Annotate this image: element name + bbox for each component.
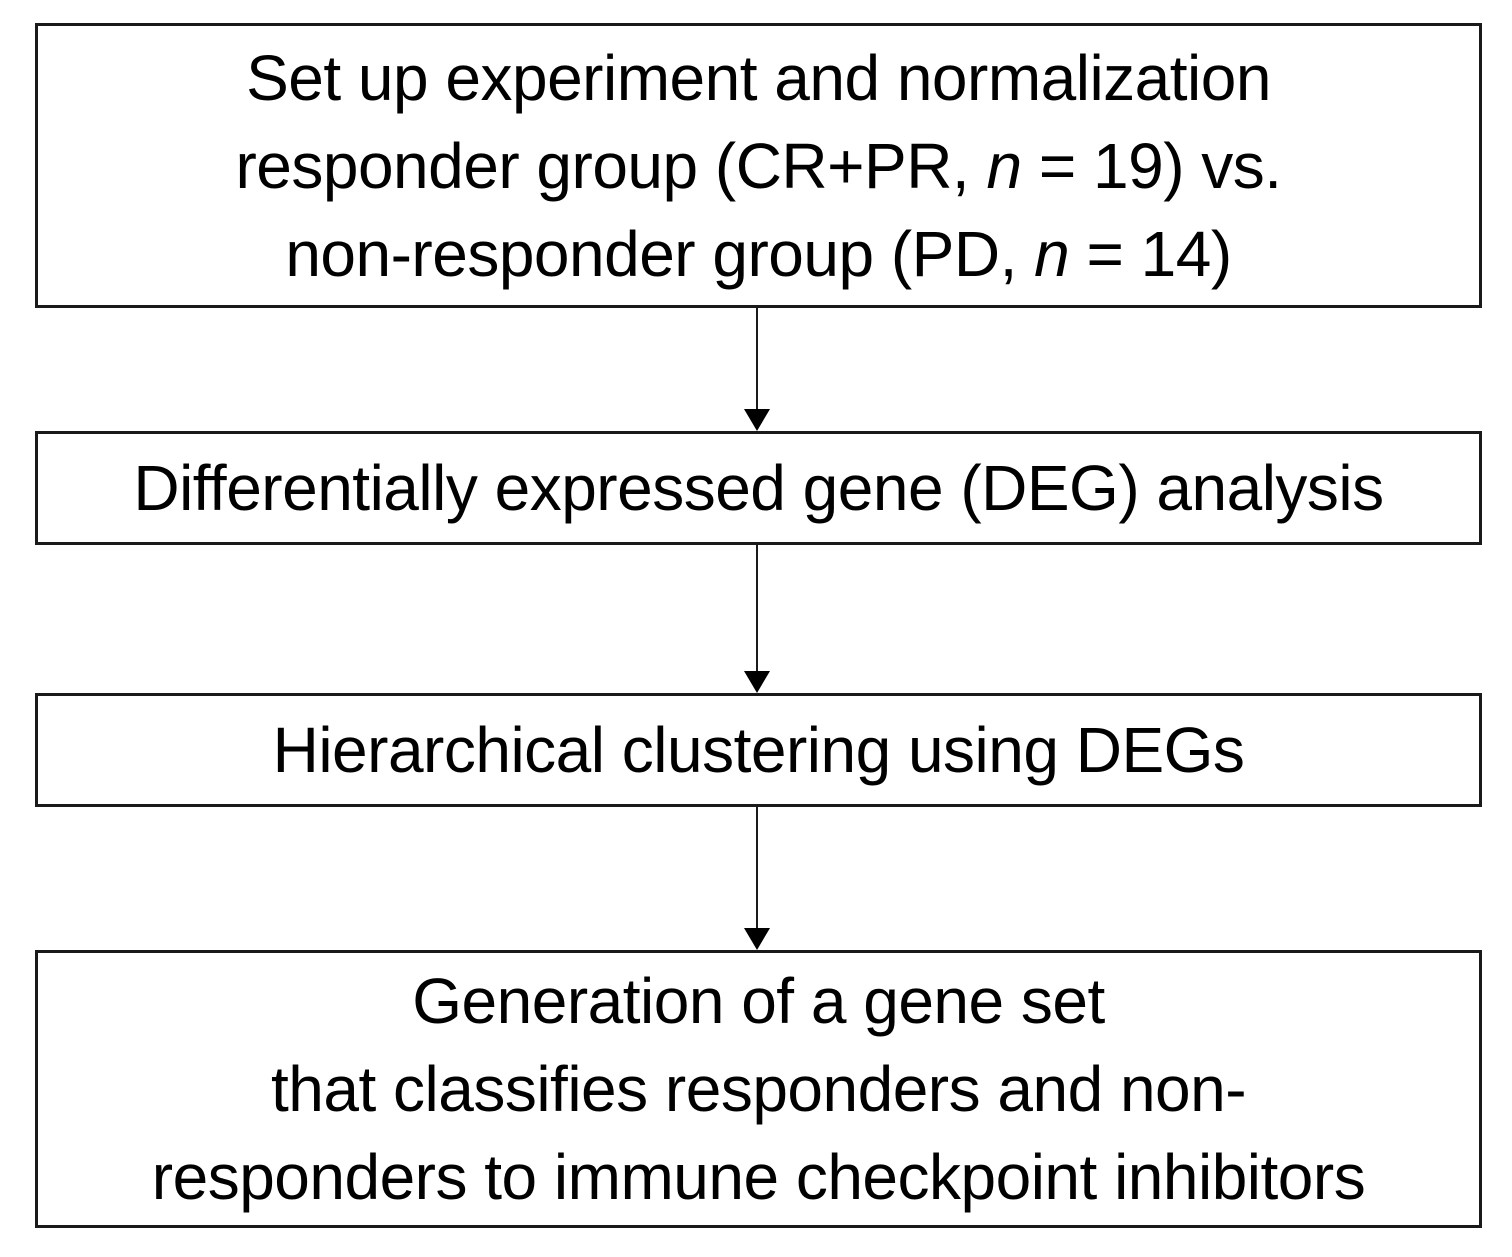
flow-box-text-line: that classifies responders and non- — [270, 1053, 1247, 1125]
flow-box-setup-normalization: Set up experiment and normalization respo… — [35, 23, 1482, 308]
flow-arrow-3 — [744, 807, 770, 950]
flow-box-text-line: responder group (CR+PR, n = 19) vs. — [235, 129, 1282, 202]
arrow-down-icon — [744, 928, 770, 950]
arrow-down-icon — [744, 409, 770, 431]
flow-box-text-line: Set up experiment and normalization — [246, 41, 1271, 114]
flow-box-text-line: responders to immune checkpoint inhibito… — [151, 1141, 1366, 1213]
flow-box-text-line: Generation of a gene set — [412, 965, 1105, 1037]
flow-box-text-line: Differentially expressed gene (DEG) anal… — [133, 452, 1384, 524]
flow-box-text-line: Hierarchical clustering using DEGs — [272, 714, 1245, 786]
arrow-stem — [756, 807, 758, 928]
flow-box-text-line: non-responder group (PD, n = 14) — [285, 217, 1232, 290]
flow-box-hierarchical-clustering: Hierarchical clustering using DEGs — [35, 693, 1482, 807]
arrow-stem — [756, 308, 758, 409]
flow-box-gene-set-generation: Generation of a gene set that classifies … — [35, 950, 1482, 1228]
arrow-stem — [756, 545, 758, 671]
flow-box-deg-analysis: Differentially expressed gene (DEG) anal… — [35, 431, 1482, 545]
flow-arrow-2 — [744, 545, 770, 693]
arrow-down-icon — [744, 671, 770, 693]
flow-arrow-1 — [744, 308, 770, 431]
